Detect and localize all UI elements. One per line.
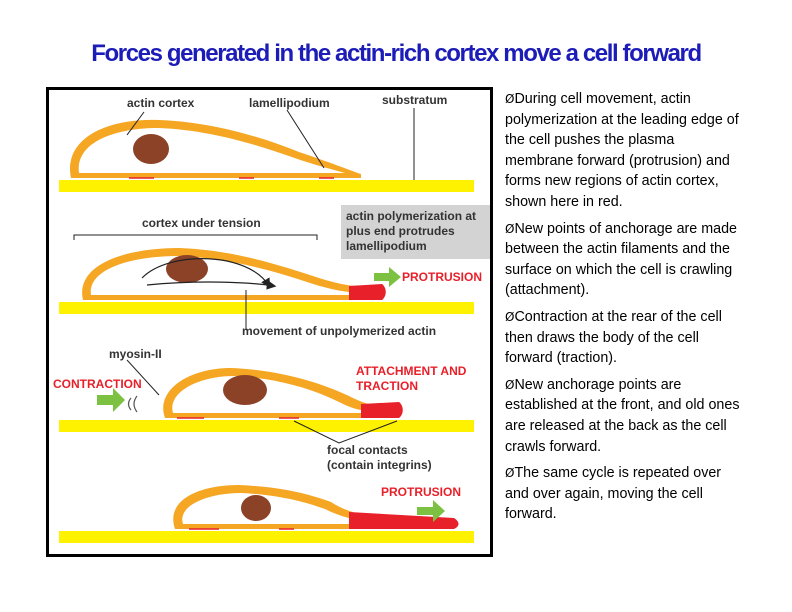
bullet-arrow-icon: Ø: [505, 92, 515, 106]
label-substratum: substratum: [382, 93, 447, 107]
label-actin-cortex: actin cortex: [127, 96, 195, 110]
bullet-text: The same cycle is repeated over and over…: [505, 465, 722, 523]
bullet-arrow-icon: Ø: [505, 221, 515, 236]
bullet-item: ØNew anchorage points are established at…: [505, 375, 745, 457]
nucleus: [133, 134, 169, 164]
protrusion-arrow: [374, 267, 401, 287]
panel-4: PROTRUSION: [59, 485, 474, 543]
label-cortex-under-tension: cortex under tension: [142, 216, 261, 230]
leading-edge: [349, 284, 386, 300]
cell-cytoplasm: [90, 256, 350, 295]
diagram-canvas: actin cortex lamellipodium substratum co…: [53, 93, 490, 543]
polymerization-box: [341, 205, 490, 259]
substratum-bar: [59, 531, 474, 543]
bullet-list: ØDuring cell movement, actin polymerizat…: [505, 89, 745, 531]
label-focal-contacts-1: focal contacts: [327, 443, 408, 457]
bullet-item: ØDuring cell movement, actin polymerizat…: [505, 89, 745, 213]
bullet-arrow-icon: Ø: [505, 377, 515, 392]
label-attachment-2: TRACTION: [356, 379, 418, 393]
tension-arrow: [141, 257, 271, 289]
slide-title: Forces generated in the actin-rich corte…: [91, 40, 702, 67]
focal-contact-bracket: [293, 420, 398, 444]
substratum-bar: [59, 420, 474, 432]
bullet-text: Contraction at the rear of the cell then…: [505, 308, 722, 367]
tension-bracket: [73, 234, 318, 240]
bullet-arrow-icon: Ø: [505, 466, 515, 481]
label-protrusion-1: PROTRUSION: [402, 270, 482, 284]
panel-3: CONTRACTION myosin-II ATTACHMENT AND TRA…: [53, 347, 474, 472]
bullet-text: New points of anchorage are made between…: [505, 220, 737, 299]
cell-cytoplasm: [78, 128, 346, 173]
label-focal-contacts-2: (contain integrins): [327, 458, 432, 472]
label-protrusion-2: PROTRUSION: [381, 485, 461, 499]
nucleus: [166, 255, 208, 283]
label-myosin: myosin-II: [109, 347, 162, 361]
bullet-item: ØThe same cycle is repeated over and ove…: [505, 463, 745, 525]
label-polymerization-2: plus end protrudes: [346, 224, 455, 238]
flow-arrow: [146, 280, 277, 290]
panel-2: cortex under tension actin polymerizatio…: [59, 205, 490, 338]
nucleus: [223, 375, 267, 405]
bullet-item: ØContraction at the rear of the cell the…: [505, 307, 745, 369]
panel-1: actin cortex lamellipodium substratum: [59, 93, 474, 192]
leading-edge: [361, 402, 403, 418]
bullet-text: During cell movement, actin polymerizati…: [505, 91, 739, 210]
cell-crawling-diagram: actin cortex lamellipodium substratum co…: [46, 87, 493, 557]
label-polymerization-3: lamellipodium: [346, 239, 427, 253]
label-lamellipodium: lamellipodium: [249, 96, 330, 110]
bullet-text: New anchorage points are established at …: [505, 376, 740, 455]
contraction-arrow: [97, 388, 125, 412]
label-polymerization-1: actin polymerization at: [346, 209, 476, 223]
label-attachment-1: ATTACHMENT AND: [356, 364, 467, 378]
bullet-item: ØNew points of anchorage are made betwee…: [505, 219, 745, 301]
label-contraction: CONTRACTION: [53, 377, 142, 391]
substratum-bar: [59, 302, 474, 314]
bullet-arrow-icon: Ø: [505, 309, 515, 324]
substratum-bar: [59, 180, 474, 192]
label-unpolymerized-actin: movement of unpolymerized actin: [242, 324, 436, 338]
leading-edge: [349, 512, 459, 529]
contraction-waves: [127, 395, 138, 413]
cell-cytoplasm: [172, 376, 361, 413]
protrusion-arrow: [417, 500, 445, 522]
nucleus: [241, 495, 271, 521]
